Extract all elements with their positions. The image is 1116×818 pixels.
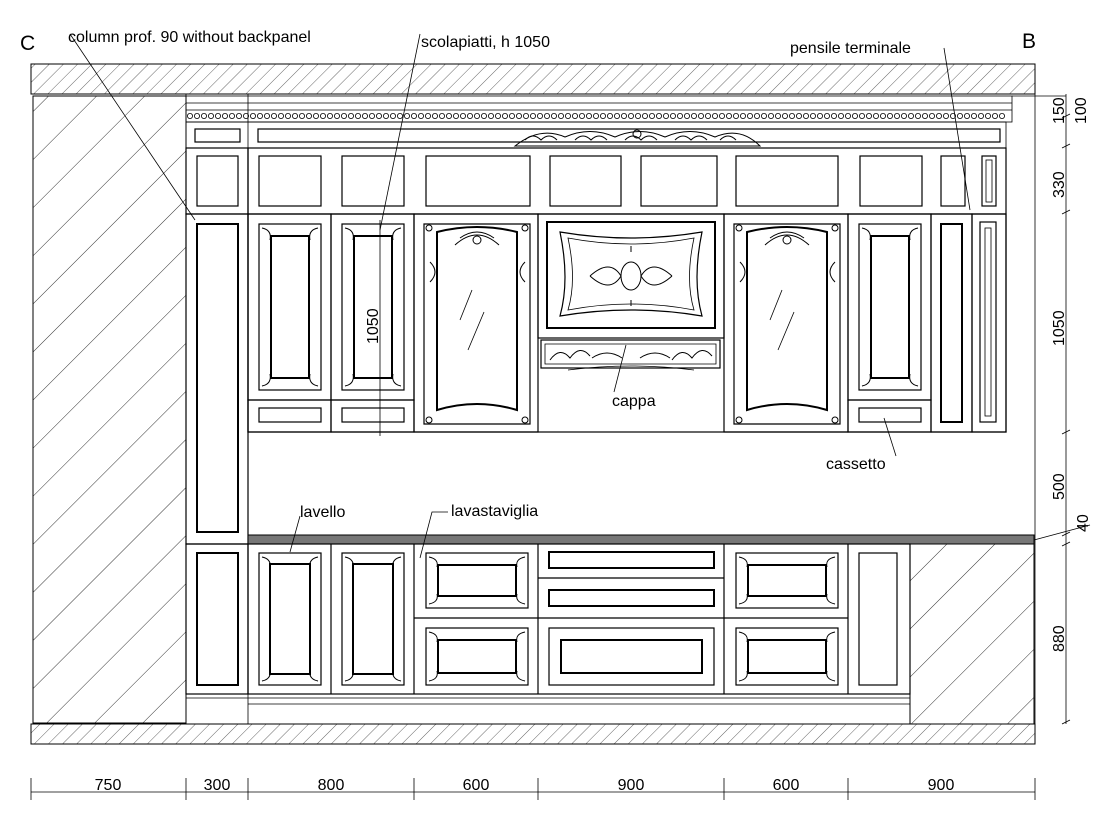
height-100: 100 xyxy=(1073,97,1090,124)
lavastaviglia-label: lavastaviglia xyxy=(451,503,538,520)
dishwasher-panels xyxy=(425,552,529,686)
cappa-hood xyxy=(537,213,725,371)
scolapiatti-label: scolapiatti, h 1050 xyxy=(421,34,550,51)
right-wall-hatch xyxy=(909,543,1035,725)
rack-height-label: 1050 xyxy=(365,308,382,344)
ceiling-slab xyxy=(30,63,1036,95)
glass-door-left xyxy=(413,213,539,433)
upper-door-1 xyxy=(247,213,332,401)
tall-column xyxy=(185,147,249,695)
pensile-label: pensile terminale xyxy=(790,40,911,57)
upper-door-2 xyxy=(330,213,415,401)
cassetto-label: cassetto xyxy=(826,456,886,473)
cappa-label: cappa xyxy=(612,393,656,410)
cornice-ornament xyxy=(513,129,762,147)
height-880: 880 xyxy=(1051,625,1068,652)
width-900-b: 900 xyxy=(928,777,955,794)
base-door-1 xyxy=(258,552,322,686)
corner-label-b: B xyxy=(1022,30,1036,53)
width-750: 750 xyxy=(95,777,122,794)
drawer-stack xyxy=(538,551,724,686)
corner-label-c: C xyxy=(20,32,35,55)
width-300: 300 xyxy=(204,777,231,794)
lavello-label: lavello xyxy=(300,504,345,521)
column-label: column prof. 90 without backpanel xyxy=(68,29,311,46)
glass-door-right xyxy=(723,213,849,433)
width-800: 800 xyxy=(318,777,345,794)
upper-top-panels xyxy=(258,155,997,207)
countertop xyxy=(247,534,1035,545)
leader-lines xyxy=(69,33,971,559)
height-500: 500 xyxy=(1051,473,1068,500)
height-1050: 1050 xyxy=(1051,310,1068,346)
width-600-a: 600 xyxy=(463,777,490,794)
cornice xyxy=(185,95,1013,149)
plinth xyxy=(185,94,910,725)
width-900-a: 900 xyxy=(618,777,645,794)
height-dimension-line xyxy=(1012,94,1091,725)
height-330: 330 xyxy=(1051,171,1068,198)
width-dimension-line xyxy=(30,778,1036,800)
floor-slab xyxy=(30,723,1036,745)
base-door-2 xyxy=(341,552,405,686)
left-wall-hatch xyxy=(32,95,187,724)
height-40: 40 xyxy=(1075,514,1092,532)
base-right-panels xyxy=(735,552,839,686)
upper-door-right xyxy=(847,213,932,401)
width-600-b: 600 xyxy=(773,777,800,794)
height-150: 150 xyxy=(1051,97,1068,124)
